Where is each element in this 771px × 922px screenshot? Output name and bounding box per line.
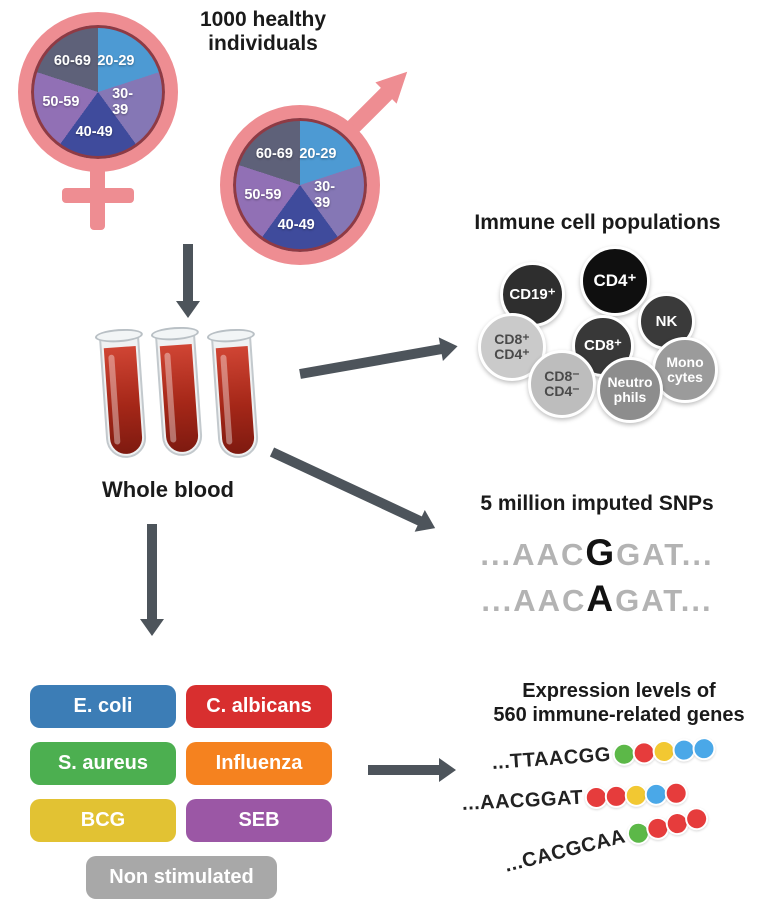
- expression-row-2: ...AACGGAT: [461, 781, 689, 816]
- female-cohort-symbol: 20-29 30-39 40-49 50-59 60-69: [18, 12, 218, 252]
- gene-sequence: ...TTAACGG: [491, 743, 612, 774]
- expression-row-3: ...CACGCAA: [502, 804, 711, 878]
- immune-cells-title: Immune cell populations: [474, 211, 721, 234]
- snp-sequences: ...AACGGAT... ...AACAGAT...: [452, 530, 742, 623]
- age-label-40-49: 40-49: [277, 216, 315, 233]
- stimulus-non-stimulated: Non stimulated: [86, 856, 277, 899]
- stimulus-ecoli: E. coli: [30, 685, 176, 728]
- arrow-blood-to-snps-icon: [269, 447, 441, 539]
- blood-tube-icon: [206, 327, 260, 460]
- blood-tube-icon: [94, 327, 148, 460]
- snps-title: 5 million imputed SNPs: [480, 492, 714, 515]
- male-cohort-symbol: 20-29 30-39 40-49 50-59 60-69: [218, 61, 418, 278]
- stimulus-s-aureus: S. aureus: [30, 742, 176, 785]
- stimulus-seb: SEB: [186, 799, 332, 842]
- expression-dots: [611, 736, 717, 767]
- whole-blood-label: Whole blood: [102, 477, 234, 502]
- stimulus-influenza: Influenza: [186, 742, 332, 785]
- age-label-30-39: 30-39: [314, 179, 336, 212]
- stimulus-c-albicans: C. albicans: [186, 685, 332, 728]
- female-symbol-cross-horizontal: [62, 188, 134, 203]
- blood-tube-icon: [150, 325, 204, 458]
- cell-circle-cd8-cd4-dn: CD8⁻ CD4⁻: [528, 350, 596, 418]
- cohort-title: 1000 healthy individuals: [199, 8, 327, 56]
- gene-sequence: ...CACGCAA: [502, 825, 628, 877]
- cell-circle-cd4: CD4⁺: [580, 246, 650, 316]
- age-label-60-69: 60-69: [255, 146, 293, 163]
- age-label-20-29: 20-29: [97, 53, 135, 70]
- snp-sequence-1: ...AACGGAT...: [480, 532, 714, 573]
- cell-circle-neutrophils: Neutro phils: [597, 357, 663, 423]
- arrow-blood-to-cells-icon: [299, 334, 460, 379]
- gene-sequence: ...AACGGAT: [461, 786, 584, 815]
- cell-circle-monocytes: Mono cytes: [652, 337, 718, 403]
- age-label-30-39: 30-39: [112, 86, 134, 119]
- snp-variant-allele: G: [585, 532, 617, 573]
- age-label-60-69: 60-69: [53, 53, 91, 70]
- female-symbol-ring: 20-29 30-39 40-49 50-59 60-69: [18, 12, 178, 172]
- age-label-50-59: 50-59: [42, 94, 80, 111]
- snp-variant-allele: A: [586, 578, 616, 620]
- male-age-pie-chart: 20-29 30-39 40-49 50-59 60-69: [233, 118, 367, 252]
- expression-dots: [624, 804, 711, 848]
- stimulus-bcg: BCG: [30, 799, 176, 842]
- age-label-50-59: 50-59: [244, 187, 282, 204]
- snp-sequence-2: ...AACAGAT...: [481, 578, 713, 620]
- expression-row-1: ...TTAACGG: [491, 736, 717, 775]
- male-symbol-ring: 20-29 30-39 40-49 50-59 60-69: [220, 105, 380, 265]
- female-age-pie-chart: 20-29 30-39 40-49 50-59 60-69: [31, 25, 165, 159]
- age-label-20-29: 20-29: [299, 146, 337, 163]
- blood-tubes-icon: [94, 325, 273, 468]
- expression-title: Expression levels of 560 immune-related …: [493, 680, 745, 726]
- expression-dots: [584, 781, 689, 810]
- age-label-40-49: 40-49: [75, 123, 113, 140]
